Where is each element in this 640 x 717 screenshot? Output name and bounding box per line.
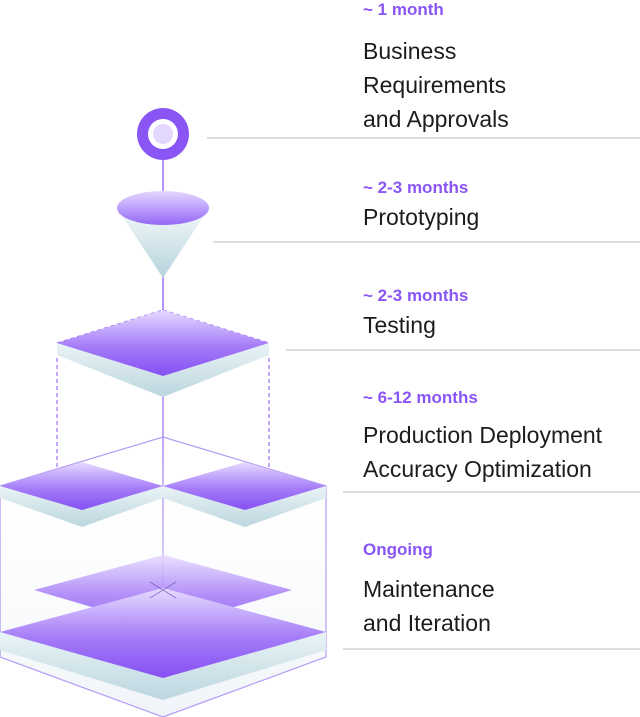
stage-duration: ~ 2-3 months — [363, 286, 469, 305]
stage-prototyping: ~ 2-3 months Prototyping — [363, 178, 640, 234]
stage-title-line: Business — [363, 38, 457, 64]
stage-title: Testing — [363, 308, 640, 342]
stacked-layers-icon — [0, 555, 326, 700]
double-layer-icon — [0, 462, 326, 527]
stage-title-line: and Approvals — [363, 106, 509, 132]
stage-title-line: Testing — [363, 312, 436, 338]
stage-title-line: Prototyping — [363, 204, 480, 230]
stage-title: Prototyping — [363, 200, 640, 234]
stage-title: Production Deployment Accuracy Optimizat… — [363, 418, 640, 486]
stage-duration: Ongoing — [363, 540, 433, 559]
stage-title: Business Requirements and Approvals — [363, 34, 640, 136]
stage-duration: ~ 1 month — [363, 0, 444, 19]
stage-testing: ~ 2-3 months Testing — [363, 286, 640, 342]
stage-title-line: Requirements — [363, 72, 507, 98]
single-layer-icon — [57, 310, 269, 397]
funnel-icon — [117, 191, 209, 278]
stage-title-line: Maintenance — [363, 576, 495, 602]
stage-production-deployment: ~ 6-12 months Production Deployment Accu… — [363, 388, 640, 486]
stage-title-line: Production Deployment — [363, 422, 603, 448]
circle-node-icon — [137, 108, 189, 160]
stage-maintenance: Ongoing Maintenance and Iteration — [363, 540, 640, 640]
stage-duration: ~ 6-12 months — [363, 388, 478, 407]
stage-title-line: Accuracy Optimization — [363, 456, 592, 482]
stage-business-requirements: ~ 1 month Business Requirements and Appr… — [363, 0, 640, 136]
stage-duration: ~ 2-3 months — [363, 178, 469, 197]
stage-title-line: and Iteration — [363, 610, 491, 636]
stage-title: Maintenance and Iteration — [363, 572, 640, 640]
